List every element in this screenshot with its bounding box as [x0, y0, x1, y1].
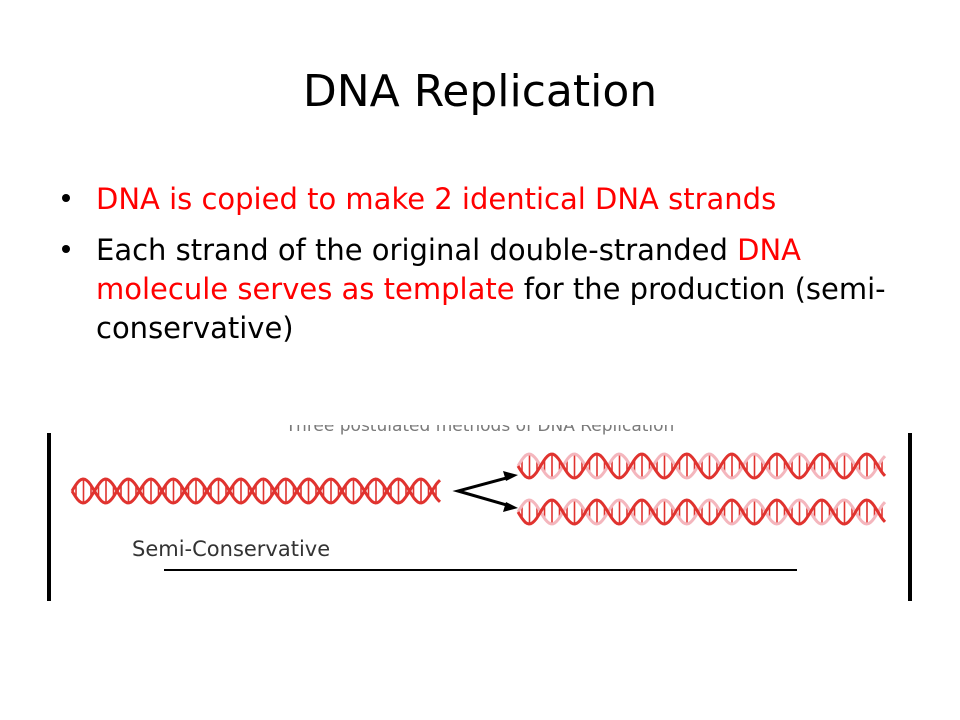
bullet-text-1: DNA is copied to make 2 identical DNA st… [96, 182, 777, 216]
bullet-text-2-part1: Each strand of the original double-stran… [96, 233, 738, 267]
dna-strand [516, 498, 887, 526]
bullet-item-2: Each strand of the original double-stran… [58, 231, 918, 348]
arrow-icon [452, 471, 518, 512]
bullet-text-2-part3: for the production (semi-conservative) [96, 272, 886, 345]
bullet-dot-icon [62, 245, 70, 253]
frame-right-bar [908, 433, 912, 601]
figure-label: Semi-Conservative [132, 537, 330, 561]
dna-strand [516, 452, 887, 480]
parent-dna-helix [70, 477, 442, 505]
daughter-dna-helix-2 [516, 498, 887, 526]
figure-partial-caption: Three postulated methods of DNA Replicat… [285, 425, 675, 436]
frame-left-bar [47, 433, 51, 601]
dna-strand [516, 498, 887, 526]
dna-strand [516, 452, 887, 480]
daughter-dna-helix-1 [516, 452, 887, 480]
dna-strand [70, 477, 442, 505]
semi-conservative-diagram: Three postulated methods of DNA Replicat… [47, 425, 912, 601]
bullet-item-1: DNA is copied to make 2 identical DNA st… [58, 180, 918, 219]
bullet-text-2-part2: DNA molecule serves as template [96, 233, 802, 306]
bullet-list: DNA is copied to make 2 identical DNA st… [58, 180, 918, 360]
slide-title: DNA Replication [302, 66, 658, 117]
dna-strand [70, 477, 442, 505]
bullet-dot-icon [62, 194, 70, 202]
